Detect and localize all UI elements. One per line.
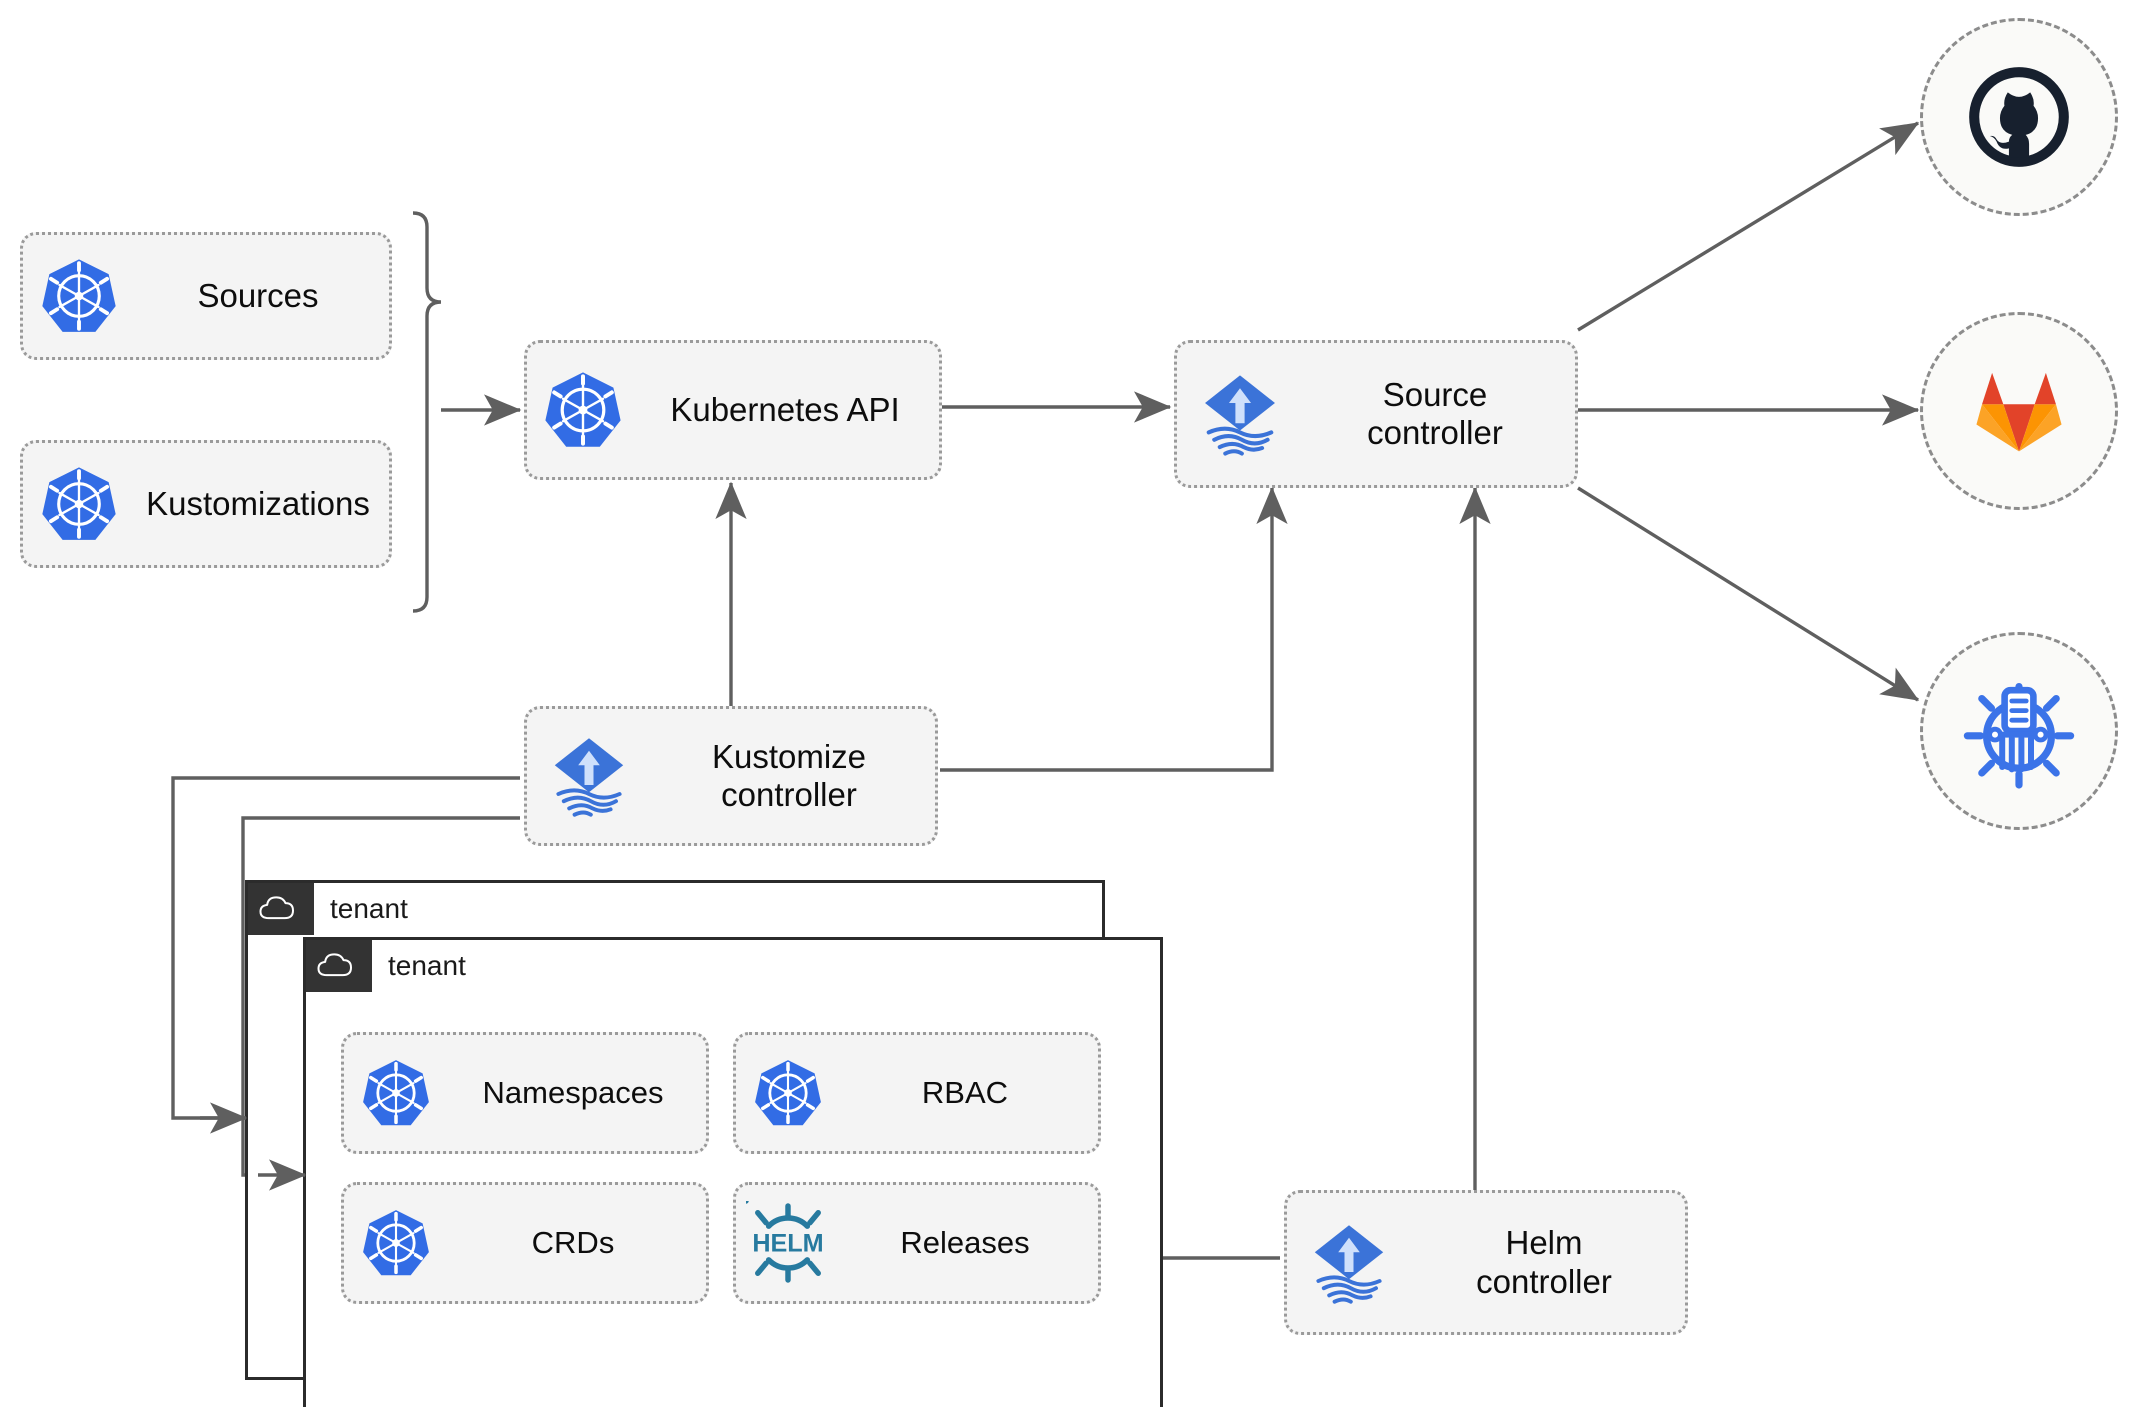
kubernetes-icon	[344, 1208, 448, 1278]
edge-source-controller-to-helm-repository	[1577, 486, 1920, 702]
node-crds[interactable]: CRDs	[341, 1182, 709, 1304]
node-label: Kubernetes API	[670, 390, 900, 428]
kubernetes-icon	[527, 370, 639, 450]
node-label: Source controller	[1367, 375, 1503, 451]
kubernetes-icon	[23, 257, 135, 335]
helm-icon: HELM	[736, 1201, 840, 1285]
flux-icon	[1177, 368, 1303, 460]
helm-repository-icon	[1963, 683, 2075, 789]
node-label: Namespaces	[482, 1075, 664, 1111]
flux-icon	[1287, 1218, 1411, 1308]
tenant-tab	[306, 940, 372, 992]
helm-wordmark: HELM	[752, 1229, 823, 1257]
node-source-controller[interactable]: Source controller	[1174, 340, 1578, 488]
node-label: Helm controller	[1476, 1224, 1612, 1300]
provider-helm-repository[interactable]	[1920, 632, 2118, 830]
node-label: Kustomizations	[146, 484, 370, 522]
node-rbac[interactable]: RBAC	[733, 1032, 1101, 1154]
node-kubernetes-api[interactable]: Kubernetes API	[524, 340, 942, 480]
node-label: Sources	[197, 276, 319, 314]
node-label: CRDs	[531, 1225, 615, 1261]
tenant-label: tenant	[330, 893, 408, 924]
provider-github[interactable]	[1920, 18, 2118, 216]
group-brace	[412, 211, 442, 613]
kubernetes-icon	[736, 1058, 840, 1128]
cloud-icon	[317, 953, 352, 977]
node-sources[interactable]: Sources	[20, 232, 392, 360]
node-kustomizations[interactable]: Kustomizations	[20, 440, 392, 568]
github-icon	[1969, 67, 2069, 167]
edge-source-controller-to-github	[1577, 121, 1920, 332]
node-releases[interactable]: HELM Releases	[733, 1182, 1101, 1304]
node-label: RBAC	[921, 1075, 1009, 1111]
kubernetes-icon	[344, 1058, 448, 1128]
provider-gitlab[interactable]	[1920, 312, 2118, 510]
node-label: Releases	[900, 1225, 1030, 1261]
tenant-label: tenant	[388, 950, 466, 981]
edge-kustomize-controller-to-source-controller	[940, 486, 1288, 772]
node-kustomize-controller[interactable]: Kustomize controller	[524, 706, 938, 846]
tenant-tab	[248, 883, 314, 935]
gitlab-icon	[1976, 372, 2062, 452]
tenant-card-front[interactable]: tenant	[303, 937, 1163, 1407]
node-namespaces[interactable]: Namespaces	[341, 1032, 709, 1154]
flux-icon	[527, 731, 651, 821]
cloud-icon	[259, 896, 294, 920]
node-helm-controller[interactable]: Helm controller	[1284, 1190, 1688, 1335]
kubernetes-icon	[23, 465, 135, 543]
